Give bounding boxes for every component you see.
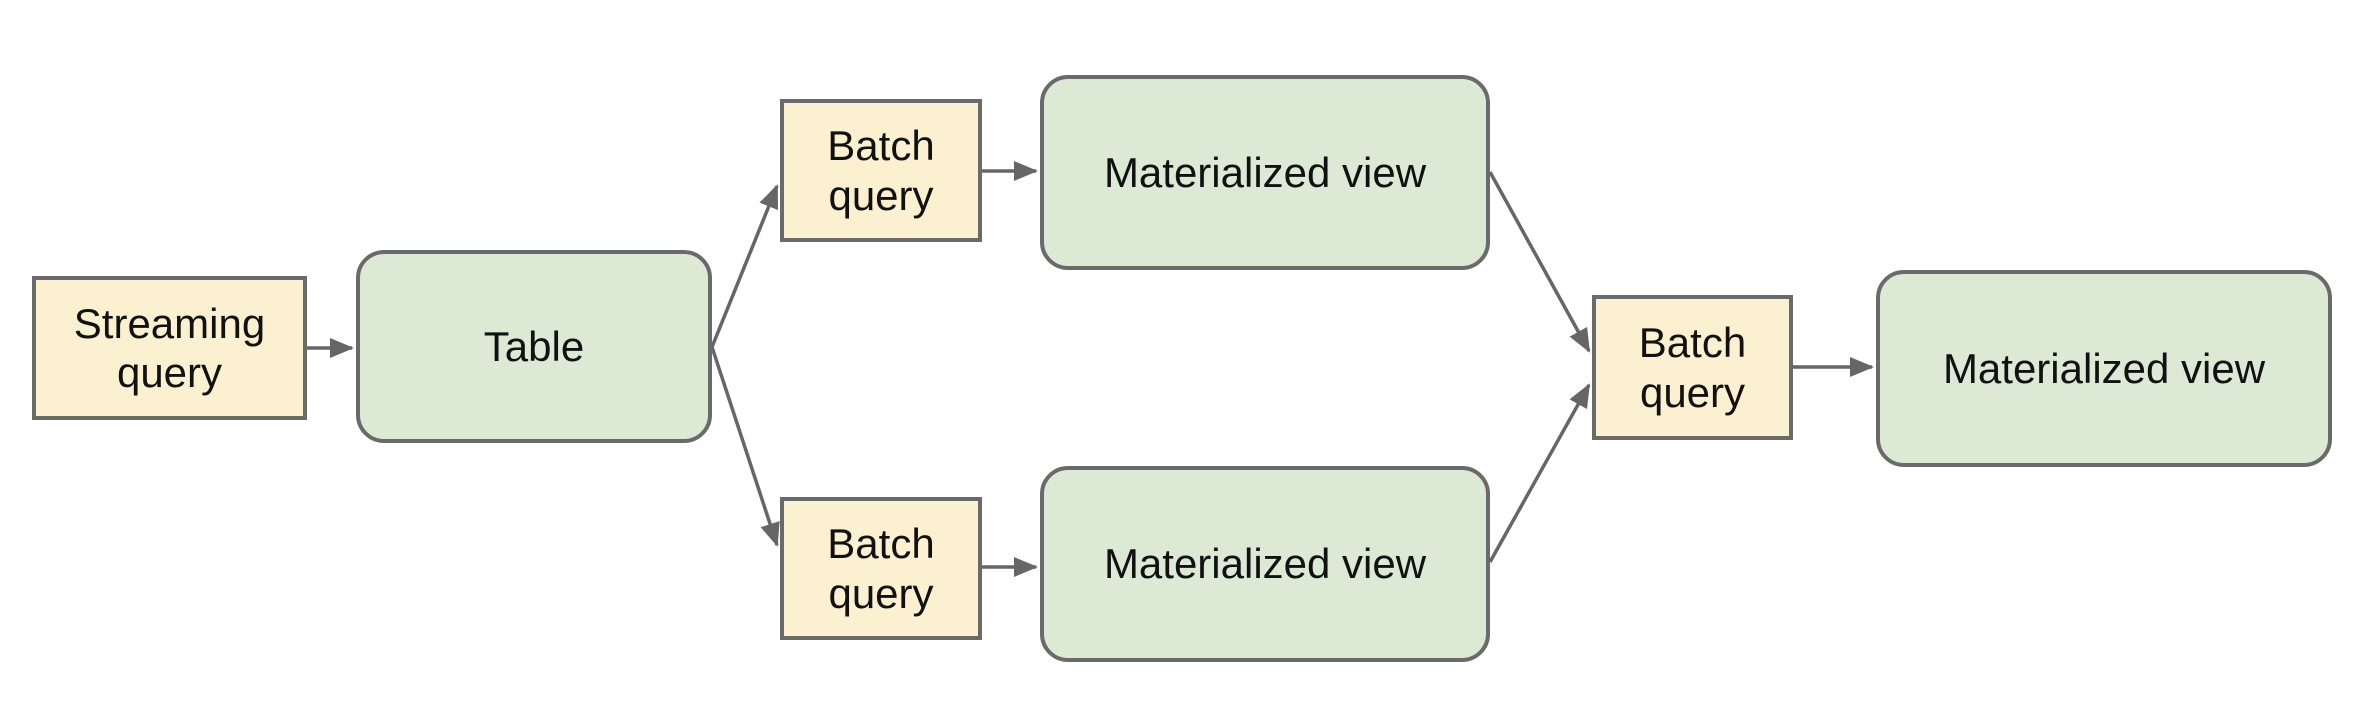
node-materialized-view-right: Materialized view <box>1876 270 2332 467</box>
node-materialized-view-top-label: Materialized view <box>1103 148 1427 196</box>
node-table: Table <box>356 250 712 443</box>
node-streaming-query-label: Streaming query <box>73 299 266 396</box>
node-materialized-view-bottom: Materialized view <box>1040 466 1490 662</box>
node-batch-query-right: Batch query <box>1592 295 1793 440</box>
node-streaming-query: Streaming query <box>32 276 307 420</box>
edge-table-to-batch-bottom <box>710 346 780 547</box>
edge-mv-top-to-batch-right <box>1488 171 1591 353</box>
edge-table-to-batch-top <box>710 184 779 348</box>
node-materialized-view-top: Materialized view <box>1040 75 1490 270</box>
node-batch-query-right-label: Batch query <box>1638 319 1747 416</box>
node-materialized-view-bottom-label: Materialized view <box>1103 540 1427 588</box>
node-batch-query-bottom: Batch query <box>780 497 982 640</box>
node-batch-query-top-label: Batch query <box>827 122 935 219</box>
edge-mv-bottom-to-batch-right <box>1488 383 1591 563</box>
node-batch-query-top: Batch query <box>780 99 982 242</box>
node-table-label: Table <box>483 322 585 370</box>
node-batch-query-bottom-label: Batch query <box>827 520 935 617</box>
node-materialized-view-right-label: Materialized view <box>1942 344 2266 392</box>
